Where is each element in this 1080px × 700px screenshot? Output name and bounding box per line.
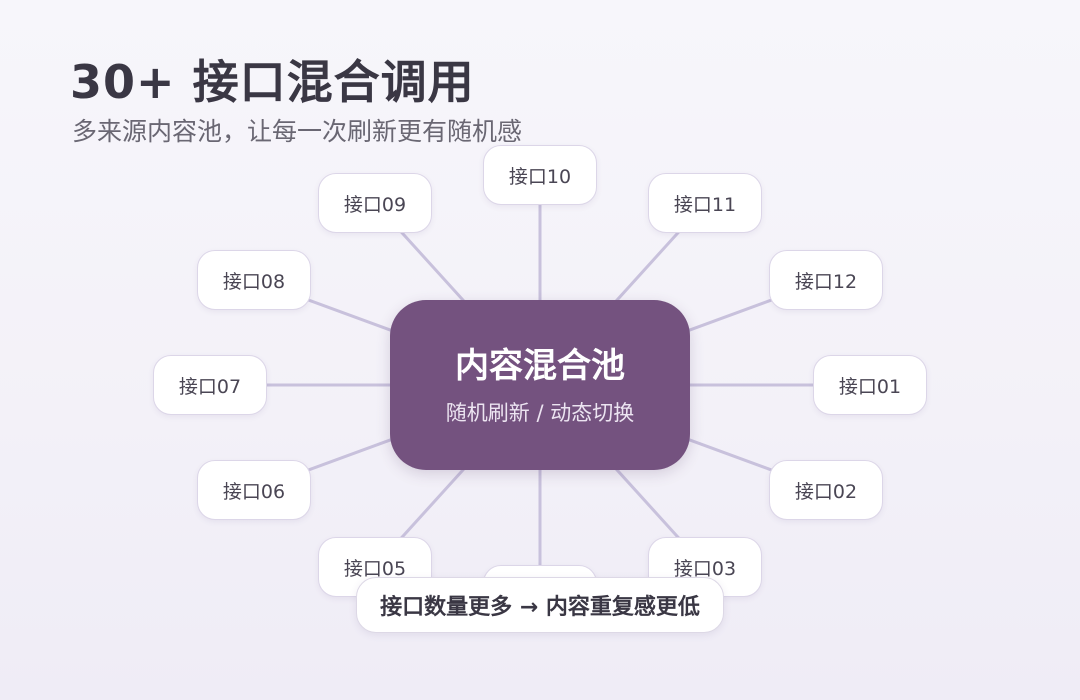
api-node-07: 接口07 <box>153 355 267 415</box>
hub-title: 内容混合池 <box>455 346 625 386</box>
api-node-11: 接口11 <box>648 173 762 233</box>
api-node-12: 接口12 <box>769 250 883 310</box>
page-title: 30+ 接口混合调用 <box>70 55 475 109</box>
api-node-08: 接口08 <box>197 250 311 310</box>
content-pool-hub: 内容混合池 随机刷新 / 动态切换 <box>390 300 690 470</box>
bottom-caption: 接口数量更多 → 内容重复感更低 <box>356 577 724 633</box>
api-node-06: 接口06 <box>197 460 311 520</box>
api-node-10: 接口10 <box>483 145 597 205</box>
api-node-09: 接口09 <box>318 173 432 233</box>
page-subtitle: 多来源内容池，让每一次刷新更有随机感 <box>72 117 523 146</box>
api-node-01: 接口01 <box>813 355 927 415</box>
hub-subtitle: 随机刷新 / 动态切换 <box>445 401 635 425</box>
api-node-02: 接口02 <box>769 460 883 520</box>
